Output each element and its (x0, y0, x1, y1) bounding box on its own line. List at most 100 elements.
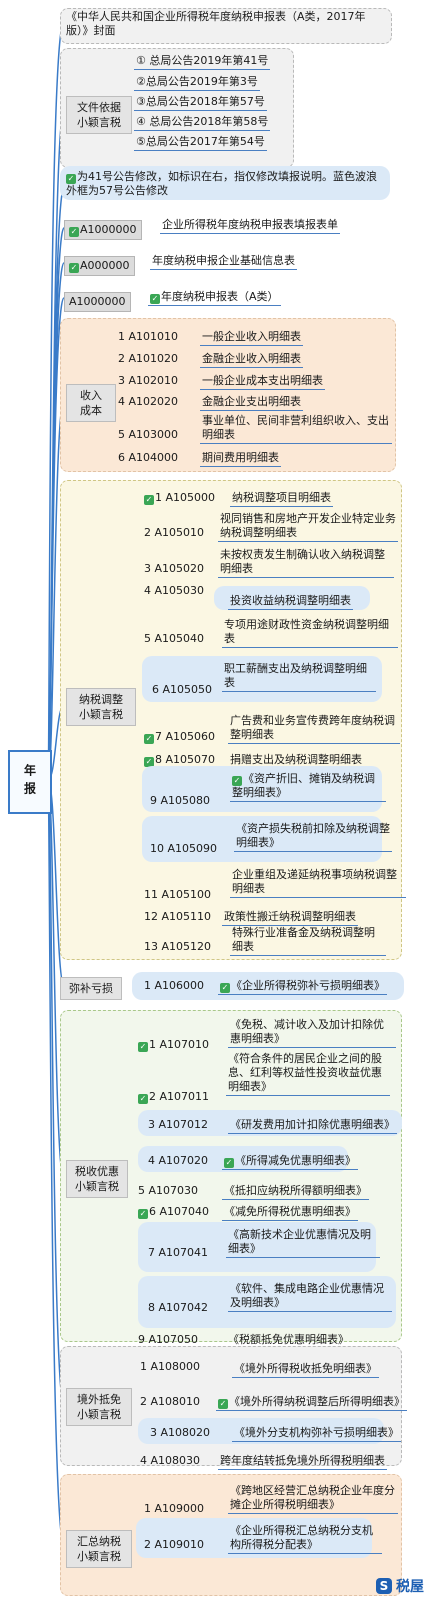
pref-row-desc[interactable]: 《研发费用加计扣除优惠明细表》 (228, 1118, 397, 1134)
top-row-desc[interactable]: 年度纳税申报企业基础信息表 (150, 254, 297, 270)
top-row-code[interactable]: ✓A1000000 (64, 220, 142, 240)
pref-row-code[interactable]: ✓2 A107011 (138, 1090, 209, 1104)
summary-label[interactable]: 汇总纳税 小颖言税 (66, 1530, 132, 1568)
adjust-row-code[interactable]: 11 A105100 (144, 888, 211, 902)
pref-row-code[interactable]: 3 A107012 (148, 1118, 208, 1132)
adjust-row-code[interactable]: ✓7 A105060 (144, 730, 215, 744)
foreign-row-code[interactable]: 4 A108030 (140, 1454, 200, 1468)
adjust-row-desc[interactable]: 政策性搬迁纳税调整明细表 (222, 910, 358, 926)
adjust-row-desc[interactable]: 视同销售和房地产开发企业特定业务纳税调整明细表 (218, 512, 398, 542)
adjust-row-desc[interactable]: 专项用途财政性资金纳税调整明细表 (222, 618, 398, 648)
row-desc-text: 特殊行业准备金及纳税调整明细表 (232, 926, 375, 953)
adjust-row-code[interactable]: 2 A105010 (144, 526, 204, 540)
row-desc-text: 《免税、减计收入及加计扣除优惠明细表》 (230, 1018, 384, 1045)
income-row-code[interactable]: 5 A103000 (118, 428, 178, 442)
basis-label[interactable]: 文件依据 小颖言税 (66, 96, 132, 134)
foreign-row-desc[interactable]: 《境外分支机构弥补亏损明细表》 (232, 1426, 401, 1442)
adjust-row-desc[interactable]: ✓《资产折旧、摊销及纳税调整明细表》 (230, 772, 386, 802)
adjust-row-highlight (142, 656, 382, 702)
pref-row-code[interactable]: ✓1 A107010 (138, 1038, 209, 1052)
adjust-row-code[interactable]: 3 A105020 (144, 562, 204, 576)
adjust-row-desc[interactable]: 纳税调整项目明细表 (230, 491, 333, 507)
adjust-label[interactable]: 纳税调整 小颖言税 (66, 688, 136, 726)
foreign-row-code[interactable]: 2 A108010 (140, 1395, 200, 1409)
basis-item[interactable]: ④ 总局公告2018年第58号 (134, 115, 271, 131)
adjust-row-desc[interactable]: 企业重组及递延纳税事项纳税调整明细表 (230, 868, 406, 898)
pref-row-code[interactable]: 8 A107042 (148, 1301, 208, 1315)
loss-code[interactable]: 1 A106000 (144, 979, 205, 992)
pref-row-desc[interactable]: 《抵扣应纳税所得额明细表》 (222, 1184, 369, 1200)
adjust-row-desc[interactable]: 职工薪酬支出及纳税调整明细表 (222, 662, 376, 692)
pref-row-desc[interactable]: 《高新技术企业优惠情况及明细表》 (226, 1228, 380, 1258)
basis-item[interactable]: ②总局公告2019年第3号 (134, 75, 260, 91)
income-row-desc[interactable]: 期间费用明细表 (200, 451, 281, 467)
summary-row-code[interactable]: 1 A109000 (144, 1502, 204, 1516)
foreign-row-desc[interactable]: 跨年度结转抵免境外所得税明细表 (218, 1454, 387, 1470)
income-row-desc[interactable]: 金融企业支出明细表 (200, 395, 303, 411)
row-code-text: 4 A107020 (148, 1154, 209, 1167)
top-row-code[interactable]: A1000000 (64, 292, 131, 312)
foreign-label[interactable]: 境外抵免 小颖言税 (66, 1388, 132, 1426)
adjust-row-code[interactable]: 5 A105040 (144, 632, 204, 646)
adjust-row-code[interactable]: 6 A105050 (152, 683, 212, 697)
loss-desc[interactable]: ✓《企业所得税弥补亏损明细表》 (218, 979, 387, 995)
row-desc-text: 一般企业成本支出明细表 (202, 374, 323, 387)
foreign-row-desc[interactable]: 《境外所得税收抵免明细表》 (232, 1362, 379, 1378)
income-row-code[interactable]: 6 A104000 (118, 451, 178, 465)
adjust-row-code[interactable]: 9 A105080 (150, 794, 210, 808)
top-row-code[interactable]: ✓A000000 (64, 256, 135, 276)
row-desc-text: 《研发费用加计扣除优惠明细表》 (230, 1118, 395, 1131)
foreign-row-code[interactable]: 1 A108000 (140, 1360, 200, 1374)
pref-row-desc[interactable]: 《免税、减计收入及加计扣除优惠明细表》 (228, 1018, 396, 1048)
income-row-code[interactable]: 1 A101010 (118, 330, 178, 344)
pref-row-code[interactable]: ✓6 A107040 (138, 1205, 209, 1219)
adjust-row-code[interactable]: 10 A105090 (150, 842, 217, 856)
adjust-row-code[interactable]: 4 A105030 (144, 584, 204, 598)
income-row-desc[interactable]: 一般企业收入明细表 (200, 330, 303, 346)
income-row-desc[interactable]: 事业单位、民间非营利组织收入、支出明细表 (200, 414, 392, 444)
pref-row-code[interactable]: 4 A107020 (148, 1154, 208, 1168)
basis-item[interactable]: ③总局公告2018年第57号 (134, 95, 267, 111)
row-desc-text: 《企业所得税汇总纳税分支机构所得税分配表》 (230, 1524, 373, 1551)
adjust-row-desc[interactable]: 投资收益纳税调整明细表 (228, 594, 353, 610)
adjust-row-desc[interactable]: 《资产损失税前扣除及纳税调整明细表》 (234, 822, 392, 852)
top-row-desc[interactable]: 企业所得税年度纳税申报表填报表单 (160, 218, 340, 234)
summary-row-desc[interactable]: 《跨地区经营汇总纳税企业年度分摊企业所得税明细表》 (228, 1484, 398, 1514)
foreign-row-code[interactable]: 3 A108020 (150, 1426, 210, 1440)
pref-row-desc[interactable]: 《减免所得税优惠明细表》 (222, 1205, 358, 1221)
pref-row-desc[interactable]: 《软件、集成电路企业优惠情况及明细表》 (228, 1282, 392, 1312)
income-row-code[interactable]: 2 A101020 (118, 352, 178, 366)
adjust-row-code[interactable]: 12 A105110 (144, 910, 211, 924)
basis-item[interactable]: ⑤总局公告2017年第54号 (134, 135, 267, 151)
pref-row-desc[interactable]: ✓《所得减免优惠明细表》 (222, 1154, 358, 1170)
pref-row-code[interactable]: 7 A107041 (148, 1246, 208, 1260)
pref-label[interactable]: 税收优惠 小颖言税 (66, 1160, 128, 1198)
annual-report-root[interactable]: 年报 (8, 750, 52, 814)
income-row-desc[interactable]: 金融企业收入明细表 (200, 352, 303, 368)
income-row-code[interactable]: 3 A102010 (118, 374, 178, 388)
foreign-row-desc[interactable]: ✓《境外所得纳税调整后所得明细表》 (216, 1395, 407, 1411)
adjust-row-desc[interactable]: 未按权责发生制确认收入纳税调整明细表 (218, 548, 394, 578)
logo-text: 税屋 (396, 1579, 424, 1595)
pref-row-code[interactable]: 9 A107050 (138, 1333, 198, 1347)
adjust-row-code[interactable]: ✓8 A105070 (144, 753, 215, 767)
adjust-row-code[interactable]: 13 A105120 (144, 940, 211, 954)
top-row-desc[interactable]: ✓年度纳税申报表（A类） (148, 290, 281, 306)
adjust-row-code[interactable]: ✓1 A105000 (144, 491, 215, 505)
adjust-row-desc[interactable]: 特殊行业准备金及纳税调整明细表 (230, 926, 386, 956)
pref-row-code[interactable]: 5 A107030 (138, 1184, 198, 1198)
summary-row-highlight (136, 1518, 372, 1558)
summary-row-desc[interactable]: 《企业所得税汇总纳税分支机构所得税分配表》 (228, 1524, 382, 1554)
row-desc-text: 未按权责发生制确认收入纳税调整明细表 (220, 548, 385, 575)
summary-row-code[interactable]: 2 A109010 (144, 1538, 204, 1552)
income-label[interactable]: 收入 成本 (66, 384, 116, 422)
top-row-desc-text: 企业所得税年度纳税申报表填报表单 (162, 218, 338, 231)
adjust-row-desc[interactable]: 广告费和业务宣传费跨年度纳税调整明细表 (228, 714, 400, 744)
basis-item[interactable]: ① 总局公告2019年第41号 (134, 54, 271, 70)
loss-label[interactable]: 弥补亏损 (60, 977, 122, 1000)
income-row-desc[interactable]: 一般企业成本支出明细表 (200, 374, 325, 390)
row-code-text: 3 A102010 (118, 374, 179, 387)
cover-title[interactable]: 《中华人民共和国企业所得税年度纳税申报表（A类，2017年版）》封面 (66, 10, 366, 37)
pref-row-desc[interactable]: 《符合条件的居民企业之间的股息、红利等权益性投资收益优惠明细表》 (226, 1052, 390, 1096)
income-row-code[interactable]: 4 A102020 (118, 395, 178, 409)
